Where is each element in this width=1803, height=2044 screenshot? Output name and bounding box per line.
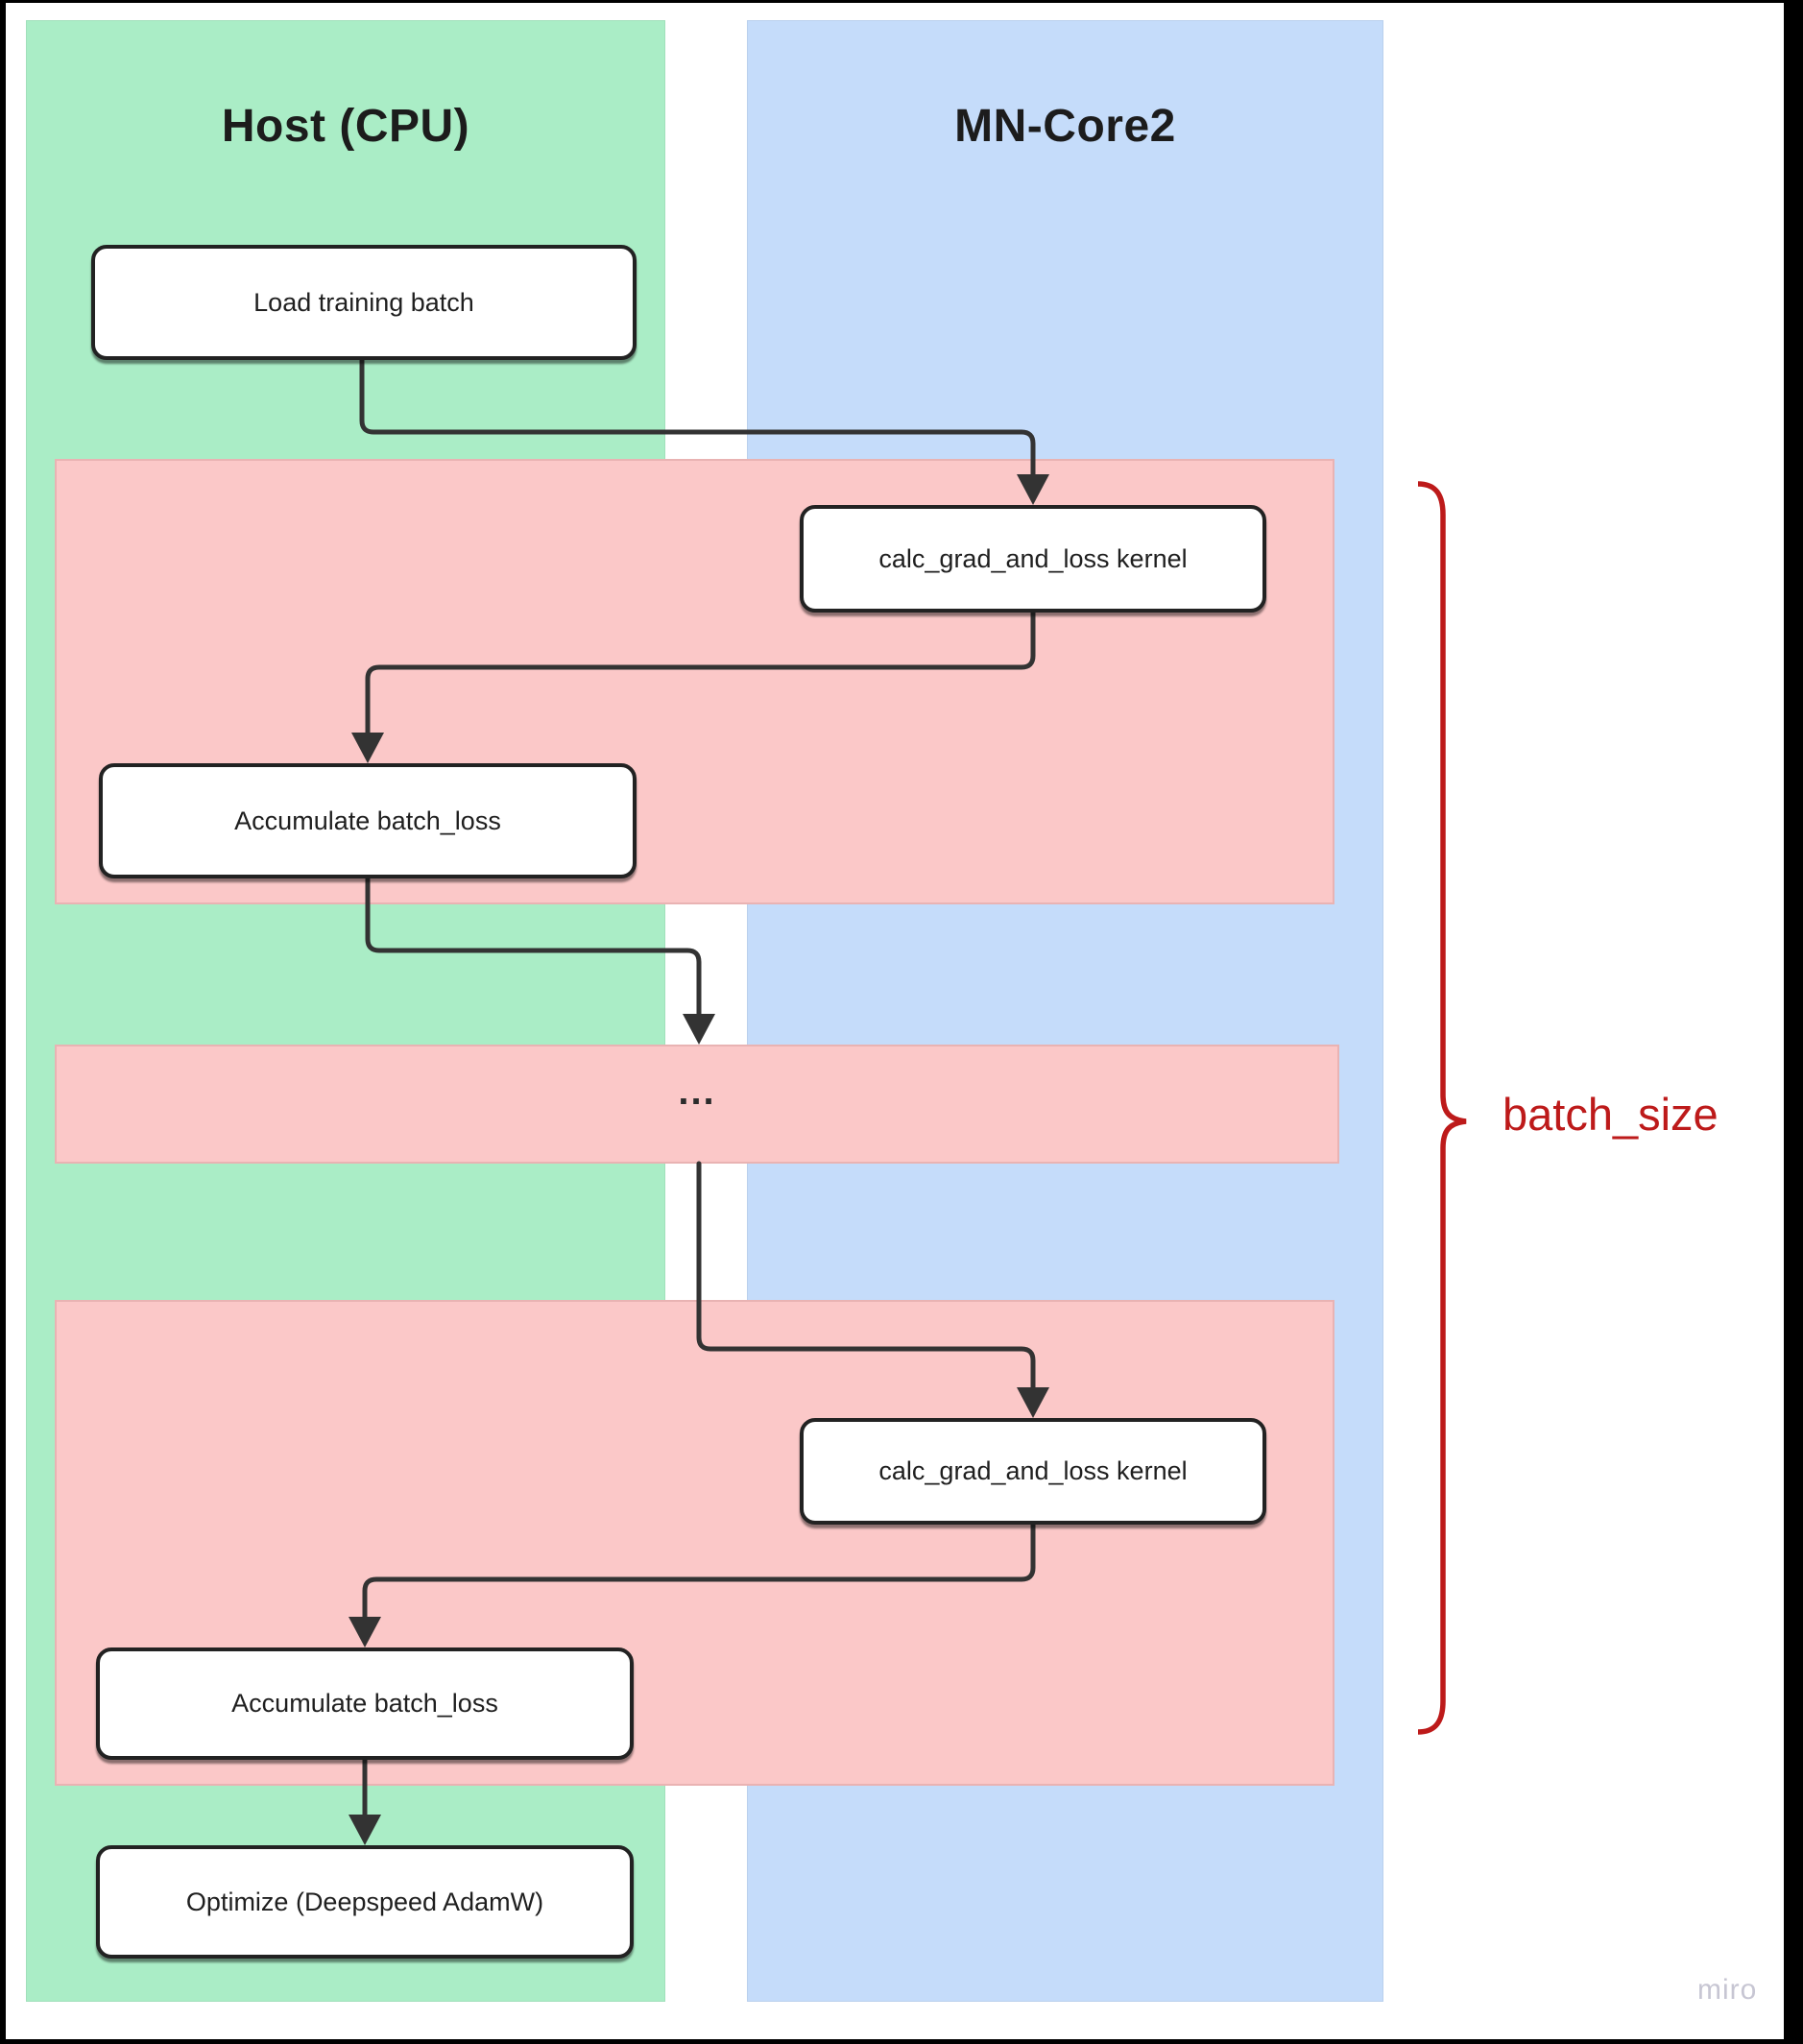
mn-core2-column-title: MN-Core2 [954, 101, 1176, 152]
node-calc-grad-and-loss-kernel-2: calc_grad_and_loss kernel [800, 1418, 1266, 1525]
miro-watermark: miro [1697, 1974, 1758, 2006]
node-calc-grad-and-loss-kernel-1: calc_grad_and_loss kernel [800, 505, 1266, 613]
host-cpu-column-title: Host (CPU) [221, 101, 470, 152]
node-load-training-batch: Load training batch [91, 245, 637, 360]
node-accumulate-batch-loss-1-label: Accumulate batch_loss [234, 806, 501, 835]
node-optimize-deepspeed-adamw: Optimize (Deepspeed AdamW) [96, 1845, 634, 1959]
frame-right [1784, 0, 1803, 2044]
batch-size-label: batch_size [1502, 1089, 1719, 1140]
node-optimize-deepspeed-adamw-label: Optimize (Deepspeed AdamW) [185, 1887, 544, 1916]
frame-top [0, 0, 1803, 3]
node-accumulate-batch-loss-2-label: Accumulate batch_loss [231, 1689, 498, 1718]
node-accumulate-batch-loss-2: Accumulate batch_loss [96, 1647, 634, 1760]
batch-size-brace [1417, 481, 1467, 1735]
ellipsis-text: ... [678, 1070, 716, 1113]
node-calc-grad-and-loss-kernel-1-label: calc_grad_and_loss kernel [878, 543, 1188, 573]
node-calc-grad-and-loss-kernel-2-label: calc_grad_and_loss kernel [878, 1456, 1188, 1485]
iteration-band-ellipsis: ... [55, 1045, 1339, 1164]
frame-bottom [0, 2039, 1803, 2044]
node-load-training-batch-label: Load training batch [253, 287, 474, 317]
arrowhead-ellipsis [683, 1014, 715, 1045]
frame-left [0, 0, 6, 2044]
node-accumulate-batch-loss-1: Accumulate batch_loss [99, 763, 637, 878]
